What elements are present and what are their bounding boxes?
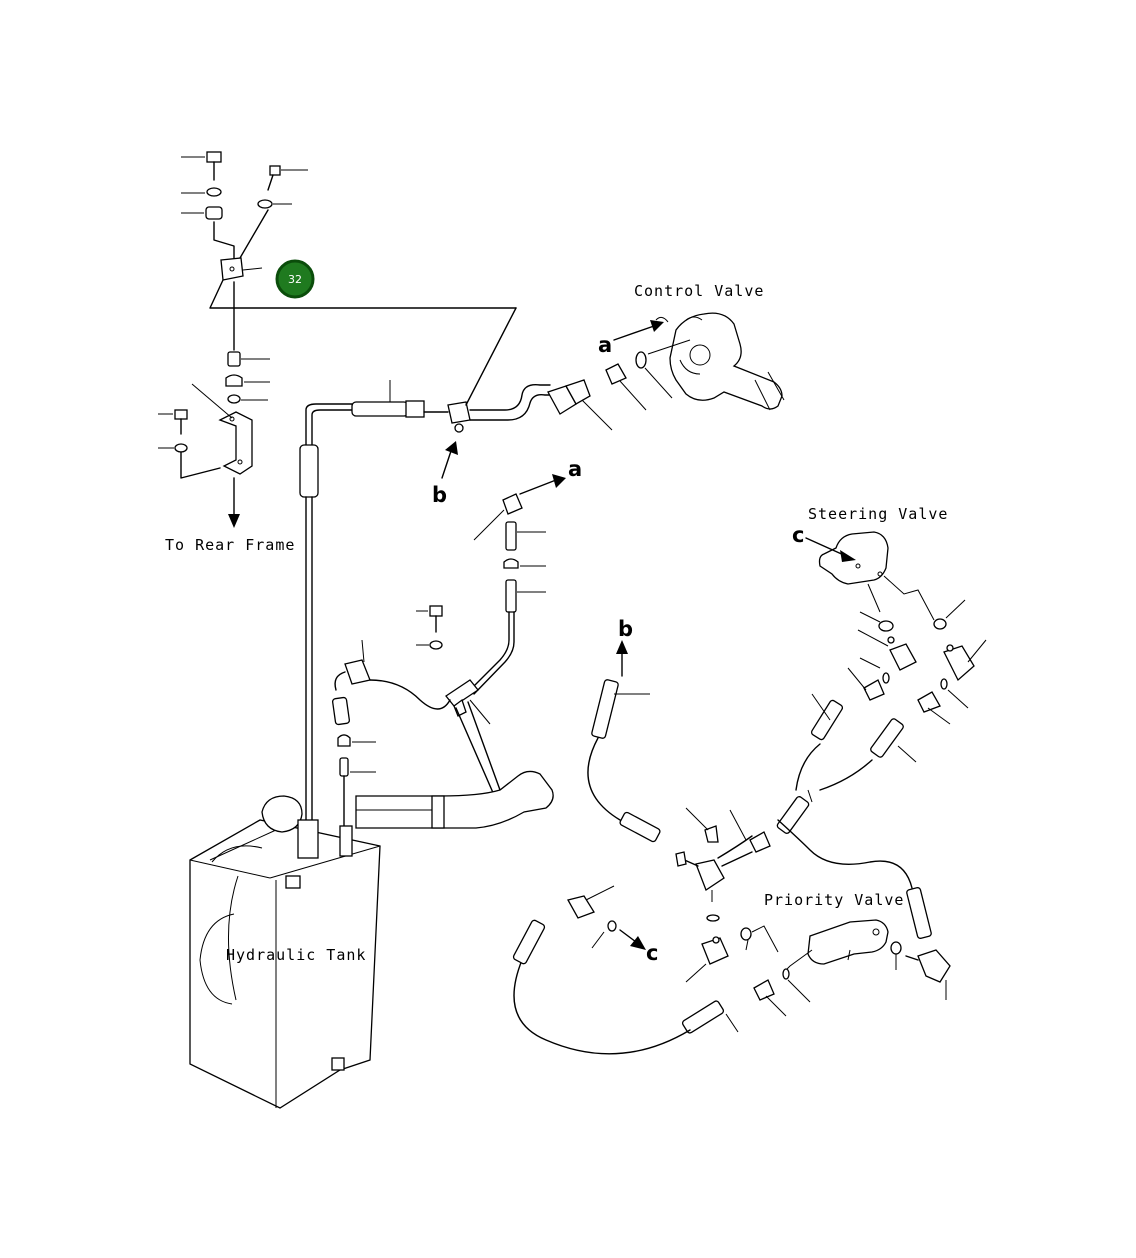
steering-valve-label: Steering Valve (808, 505, 948, 523)
ref-b-top: b (432, 483, 447, 507)
ref-c-bottom: c (646, 941, 658, 965)
bracket-assembly-top (181, 151, 517, 351)
ref-a-top: a (598, 333, 612, 357)
hydraulic-tank (189, 795, 381, 1109)
priority-area (512, 640, 951, 1055)
hydraulic-tank-label: Hydraulic Tank (226, 946, 366, 964)
control-valve (605, 312, 785, 411)
to-rear-frame-label: To Rear Frame (165, 536, 295, 554)
control-valve-label: Control Valve (634, 282, 764, 300)
callout-number: 32 (288, 273, 302, 286)
steering-fittings (776, 629, 987, 834)
return-pipe (299, 380, 425, 851)
tee-fitting-b (423, 307, 613, 479)
callout-badge[interactable]: 32 (275, 259, 315, 299)
ref-c-top: c (792, 523, 804, 547)
center-clamp-assembly (331, 605, 554, 851)
steering-valve (805, 531, 966, 632)
fitting-stack-a (469, 474, 566, 695)
clamp-stack (158, 351, 270, 528)
ref-a-mid: a (568, 457, 582, 481)
ref-b-mid: b (618, 617, 633, 641)
priority-valve-label: Priority Valve (764, 891, 904, 909)
